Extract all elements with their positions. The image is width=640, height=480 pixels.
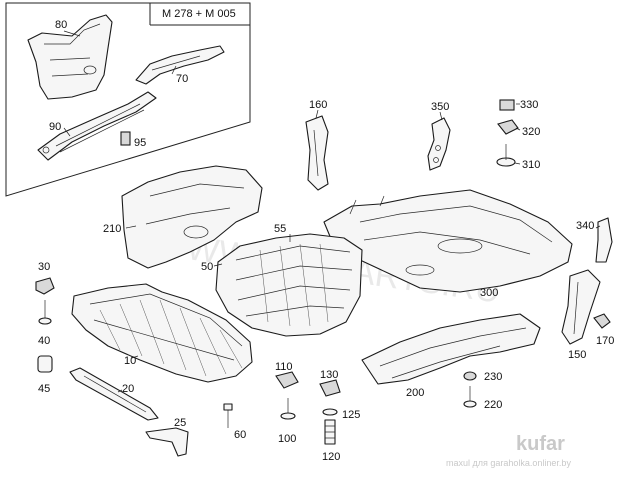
part-150-bracket: [561, 269, 601, 345]
leader-320: [515, 127, 521, 131]
leader-80: [63, 30, 81, 37]
part-50-splash-guard: [215, 233, 363, 337]
part-125-washer: [322, 408, 338, 416]
label-310: 310: [522, 159, 540, 171]
leader-20: [117, 389, 123, 393]
label-300: 300: [480, 287, 498, 299]
part-330-clip: [499, 99, 515, 111]
part-210-liner: [121, 165, 263, 269]
leader-310: [514, 162, 521, 165]
label-170: 170: [596, 335, 614, 347]
part-70-bracket: [135, 45, 225, 85]
leader-50: [213, 263, 223, 267]
url-watermark: maxul для garaholka.onliner.by: [446, 458, 571, 468]
part-230-clip: [463, 371, 477, 381]
leader-340: [595, 225, 601, 229]
part-160-bracket: [305, 115, 329, 191]
label-210: 210: [103, 223, 121, 235]
label-130: 130: [320, 369, 338, 381]
engine-variant-label: M 278 + M 005: [162, 8, 236, 20]
label-100: 100: [278, 433, 296, 445]
label-320: 320: [522, 126, 540, 138]
label-20: 20: [122, 383, 134, 395]
part-30-clip: [35, 277, 55, 295]
label-330: 330: [520, 99, 538, 111]
part-80-shield: [27, 14, 113, 100]
part-340-bracket: [595, 217, 613, 263]
leader-210: [125, 225, 137, 229]
label-10: 10: [124, 355, 136, 367]
part-40-screw: [38, 300, 52, 325]
leader-10: [131, 355, 139, 359]
part-100-screw: [280, 398, 296, 420]
label-200: 200: [406, 387, 424, 399]
label-25: 25: [174, 417, 186, 429]
label-120: 120: [322, 451, 340, 463]
part-350-bracket: [427, 117, 451, 171]
part-170-nut: [593, 313, 611, 329]
label-30: 30: [38, 261, 50, 273]
label-60: 60: [234, 429, 246, 441]
part-130-clip: [319, 379, 341, 397]
label-220: 220: [484, 399, 502, 411]
part-90-rail: [37, 91, 157, 161]
label-50: 50: [201, 261, 213, 273]
label-350: 350: [431, 101, 449, 113]
part-60-bolt: [223, 403, 233, 428]
label-45: 45: [38, 383, 50, 395]
inset-frame: [5, 2, 251, 197]
part-110-clip: [275, 371, 299, 389]
label-230: 230: [484, 371, 502, 383]
leader-90: [63, 127, 71, 137]
part-20-strip: [69, 367, 159, 421]
label-150: 150: [568, 349, 586, 361]
part-310-screw: [496, 144, 516, 167]
part-120-bolt: [324, 419, 336, 445]
label-70: 70: [176, 73, 188, 85]
label-95: 95: [134, 137, 146, 149]
part-10-engine-shield: [71, 283, 253, 383]
part-220-screw: [463, 386, 477, 408]
part-320-nut: [497, 119, 519, 135]
leader-70: [171, 65, 177, 75]
leader-350: [439, 111, 443, 121]
label-160: 160: [309, 99, 327, 111]
label-125: 125: [342, 409, 360, 421]
brand-watermark: kufar: [516, 433, 565, 455]
part-95-clip: [120, 131, 131, 146]
label-80: 80: [55, 19, 67, 31]
label-90: 90: [49, 121, 61, 133]
part-25-bracket: [145, 427, 189, 457]
label-55: 55: [274, 223, 286, 235]
part-200-side-panel: [361, 313, 541, 385]
part-300-underbody-panel: [323, 189, 573, 293]
label-40: 40: [38, 335, 50, 347]
leader-160: [315, 109, 319, 119]
part-45-spacer: [37, 355, 53, 373]
label-110: 110: [275, 361, 293, 373]
label-340: 340: [576, 220, 594, 232]
